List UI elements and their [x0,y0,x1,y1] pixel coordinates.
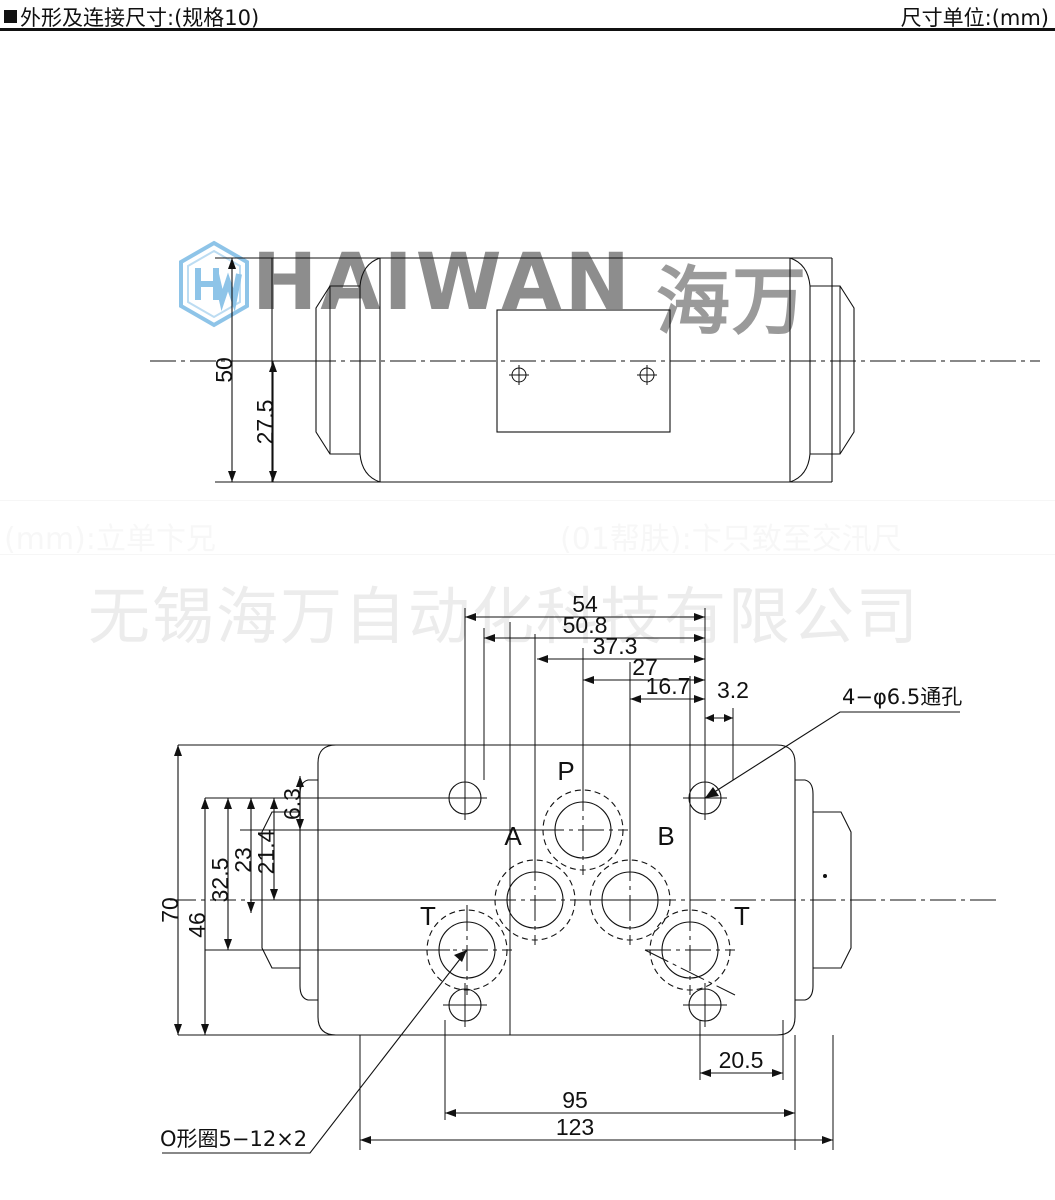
dimension-27: 27 [583,654,705,684]
mounting-face-outline [261,744,852,1036]
dimension-50: 50 [211,257,300,483]
mounting-hole-bottom-right [683,983,727,1027]
annotation-through-holes: 4−φ6.5通孔 [704,685,962,799]
port-T-right: T [644,901,750,996]
port-T-left: T [420,901,512,995]
dimension-label: 54 [572,591,598,617]
dimension-label: 21.4 [253,829,279,874]
dimension-label: 37.3 [593,633,638,659]
dimension-20_5: 20.5 [700,1047,783,1077]
dimension-70: 70 [157,745,183,1035]
annotation-label: O形圈5−12×2 [160,1127,307,1151]
screw-mark-left [509,365,529,385]
dimension-27_5: 27.5 [252,360,330,482]
header-rule [0,28,1055,31]
bullet-square-icon [4,10,17,23]
extension-lines-vertical [464,608,706,1035]
dimension-label: 3.2 [717,677,749,703]
bottom-view-drawing: P A B T T [157,591,1000,1154]
dimension-label: 46 [184,912,210,938]
page-title-text: 外形及连接尺寸:(规格10) [20,6,260,30]
dimension-label: 95 [562,1087,588,1113]
port-label: A [504,821,522,851]
dimension-37_3: 37.3 [537,633,705,663]
dimension-95: 95 [445,1087,795,1117]
dimension-label: 50 [211,357,237,383]
dimension-label: 70 [157,897,183,923]
port-label: T [734,901,750,931]
valve-body-outline [271,257,855,483]
right-nut-mark [823,874,827,878]
dimension-label: 32.5 [207,858,233,903]
dimension-3_2: 3.2 [705,677,749,780]
dimension-16_7: 16.7 [630,673,705,703]
annotation-o-ring: O形圈5−12×2 [160,949,468,1154]
extension-lines-bottom [359,1020,834,1150]
dimension-label: 6.3 [279,788,305,820]
page-header: 外形及连接尺寸:(规格10) 尺寸单位:(mm) [0,0,1055,32]
dimension-label: 123 [556,1114,594,1140]
annotation-label: 4−φ6.5通孔 [842,685,962,709]
port-label: B [657,821,674,851]
dimension-21_4: 21.4 [253,798,279,900]
dimension-label: 27.5 [252,400,278,445]
units-label: 尺寸单位:(mm) [900,6,1049,30]
center-plate [496,309,671,433]
dimension-label: 50.8 [563,612,608,638]
dimension-23: 23 [230,798,256,913]
port-label: P [557,756,574,786]
front-view-drawing: 50 27.5 [150,257,1040,483]
extension-lines-horizontal [178,744,560,1036]
port-label: T [420,901,436,931]
screw-mark-right [637,365,657,385]
dimension-46: 46 [184,798,210,1035]
dimension-50_8: 50.8 [483,612,705,780]
dimension-label: 16.7 [646,673,691,699]
mounting-holes [443,776,727,1027]
page-title: 外形及连接尺寸:(规格10) [4,2,259,32]
dimension-123: 123 [360,1114,833,1144]
dimension-label: 23 [230,847,256,873]
dimension-6_3: 6.3 [279,776,305,830]
dimension-32_5: 32.5 [207,798,233,950]
dimension-54: 54 [465,591,705,621]
dimension-label: 20.5 [719,1047,764,1073]
dimension-label: 27 [632,654,658,680]
